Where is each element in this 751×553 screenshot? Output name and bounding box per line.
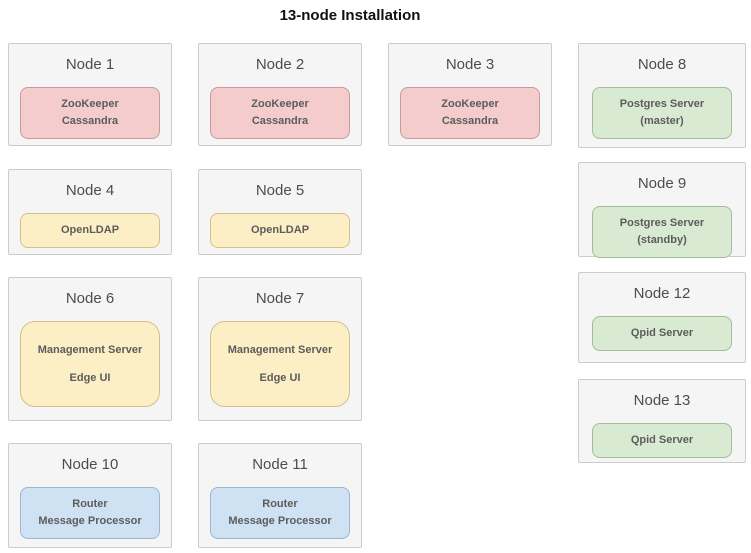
node-title: Node 13 (633, 392, 691, 409)
service-label-line: Edge UI (259, 372, 301, 384)
node-title: Node 12 (633, 285, 691, 302)
service-box: Postgres Server (master) (592, 87, 732, 139)
service-label-line: ZooKeeper (61, 98, 119, 110)
node-box-node-13: Node 13 Qpid Server (578, 379, 746, 463)
node-box-node-5: Node 5 OpenLDAP (198, 169, 362, 255)
page-title: 13-node Installation (279, 7, 421, 24)
node-box-node-9: Node 9 Postgres Server (standby) (578, 162, 746, 258)
service-label-line: ZooKeeper (251, 98, 309, 110)
node-title: Node 11 (252, 456, 308, 473)
service-label-line: Qpid Server (630, 434, 694, 446)
service-label-line: Edge UI (69, 372, 111, 384)
service-label-line: OpenLDAP (250, 224, 310, 236)
service-label-line: Postgres Server (619, 98, 705, 110)
node-box-node-8: Node 8 Postgres Server (master) (578, 43, 746, 148)
service-label-line: Message Processor (38, 515, 142, 527)
service-label-line: Message Processor (228, 515, 332, 527)
service-label-line: Router (262, 498, 298, 510)
service-label-line: Cassandra (251, 115, 309, 127)
service-box: Postgres Server (standby) (592, 206, 732, 258)
node-title: Node 2 (255, 56, 305, 73)
node-title: Node 4 (65, 182, 115, 199)
service-label-line: Cassandra (61, 115, 119, 127)
node-title: Node 5 (255, 182, 305, 199)
service-label-line: Management Server (227, 344, 333, 356)
service-box: OpenLDAP (20, 213, 160, 248)
service-label-line: Management Server (37, 344, 143, 356)
service-label-line: (master) (640, 115, 684, 127)
service-label-line: (standby) (637, 234, 687, 246)
service-label-line: OpenLDAP (60, 224, 120, 236)
node-title: Node 7 (255, 290, 305, 307)
service-label-line: Router (72, 498, 108, 510)
service-label-line: Cassandra (441, 115, 499, 127)
node-box-node-12: Node 12 Qpid Server (578, 272, 746, 363)
node-title: Node 3 (445, 56, 495, 73)
node-title: Node 8 (637, 56, 687, 73)
service-label-line: Qpid Server (630, 327, 694, 339)
node-title: Node 9 (637, 175, 687, 192)
node-title: Node 10 (61, 456, 119, 473)
node-title: Node 6 (65, 290, 115, 307)
service-label-line: ZooKeeper (441, 98, 499, 110)
service-box: OpenLDAP (210, 213, 350, 248)
service-box: Qpid Server (592, 316, 732, 351)
service-box: Qpid Server (592, 423, 732, 458)
node-box-node-4: Node 4 OpenLDAP (8, 169, 172, 255)
node-title: Node 1 (65, 56, 115, 73)
service-label-line: Postgres Server (619, 217, 705, 229)
